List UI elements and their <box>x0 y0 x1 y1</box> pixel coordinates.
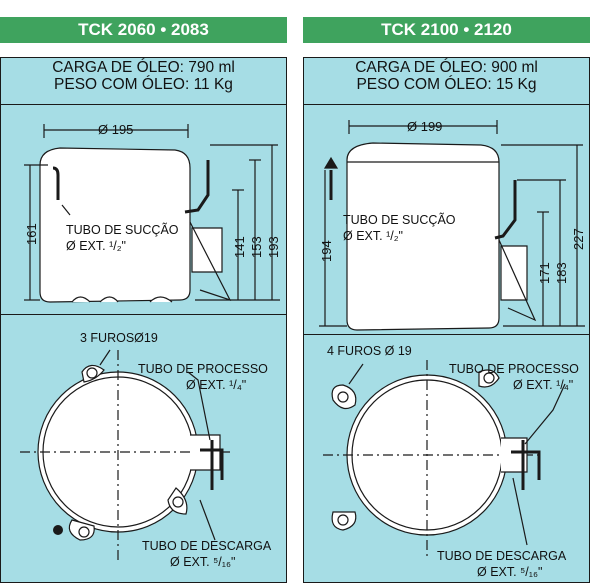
dim-171: 171 <box>537 262 552 284</box>
oil-weight-text: PESO COM ÓLEO: 15 Kg <box>356 76 537 93</box>
process-size: Ø EXT. ¹/₄" <box>513 378 573 392</box>
dim-width: Ø 199 <box>407 119 442 134</box>
discharge-label: TUBO DE DESCARGA <box>142 539 272 553</box>
compressor-drawing: Ø 195 161 141 153 193 TUBO DE SUCÇÃO Ø E… <box>20 122 281 569</box>
panel-tck-2100-2120: TCK 2100 • 2120 CARGA DE ÓLEO: 900 ml PE… <box>303 0 590 583</box>
discharge-size: Ø EXT. ⁵/₁₆" <box>170 555 235 569</box>
dim-183: 183 <box>554 262 569 284</box>
dim-194: 194 <box>319 240 334 262</box>
panel-title: TCK 2100 • 2120 <box>303 17 590 43</box>
dim-227: 227 <box>571 228 586 250</box>
compressor-body-side <box>39 147 191 303</box>
suction-size: Ø EXT. ¹/₂" <box>343 229 403 243</box>
oil-charge-text: CARGA DE ÓLEO: 900 ml <box>355 59 538 76</box>
discharge-size: Ø EXT. ⁵/₁₆" <box>477 565 542 579</box>
dim-153: 153 <box>249 236 264 258</box>
spec-block: CARGA DE ÓLEO: 790 ml PESO COM ÓLEO: 11 … <box>0 59 287 93</box>
spec-block: CARGA DE ÓLEO: 900 ml PESO COM ÓLEO: 15 … <box>303 59 590 93</box>
holes-label: 4 FUROS Ø 19 <box>327 344 412 358</box>
process-label: TUBO DE PROCESSO <box>138 362 268 376</box>
divider-top <box>0 104 287 105</box>
suction-size: Ø EXT. ¹/₂" <box>66 239 126 253</box>
compressor-body-side <box>346 142 500 331</box>
dim-193: 193 <box>266 236 281 258</box>
dim-width: Ø 195 <box>98 122 133 137</box>
divider-top <box>303 104 590 105</box>
oil-weight-text: PESO COM ÓLEO: 11 Kg <box>54 76 233 93</box>
suction-label: TUBO DE SUCÇÃO <box>343 213 456 227</box>
divider-middle <box>0 314 287 315</box>
discharge-label: TUBO DE DESCARGA <box>437 549 567 563</box>
panel-tck-2060-2083: TCK 2060 • 2083 CARGA DE ÓLEO: 790 ml PE… <box>0 0 287 583</box>
holes-label: 3 FUROSØ19 <box>80 331 158 345</box>
oil-charge-text: CARGA DE ÓLEO: 790 ml <box>52 59 235 76</box>
dim-141: 141 <box>232 236 247 258</box>
dim-161: 161 <box>24 223 39 245</box>
panel-title: TCK 2060 • 2083 <box>0 17 287 43</box>
process-label: TUBO DE PROCESSO <box>449 362 579 376</box>
divider-middle <box>303 334 590 335</box>
discharge-marker-icon <box>53 525 63 535</box>
compressor-drawing: Ø 199 194 171 183 227 TUBO DE SUCÇÃO Ø E… <box>319 119 586 579</box>
suction-label: TUBO DE SUCÇÃO <box>66 223 179 237</box>
process-size: Ø EXT. ¹/₄" <box>186 378 246 392</box>
